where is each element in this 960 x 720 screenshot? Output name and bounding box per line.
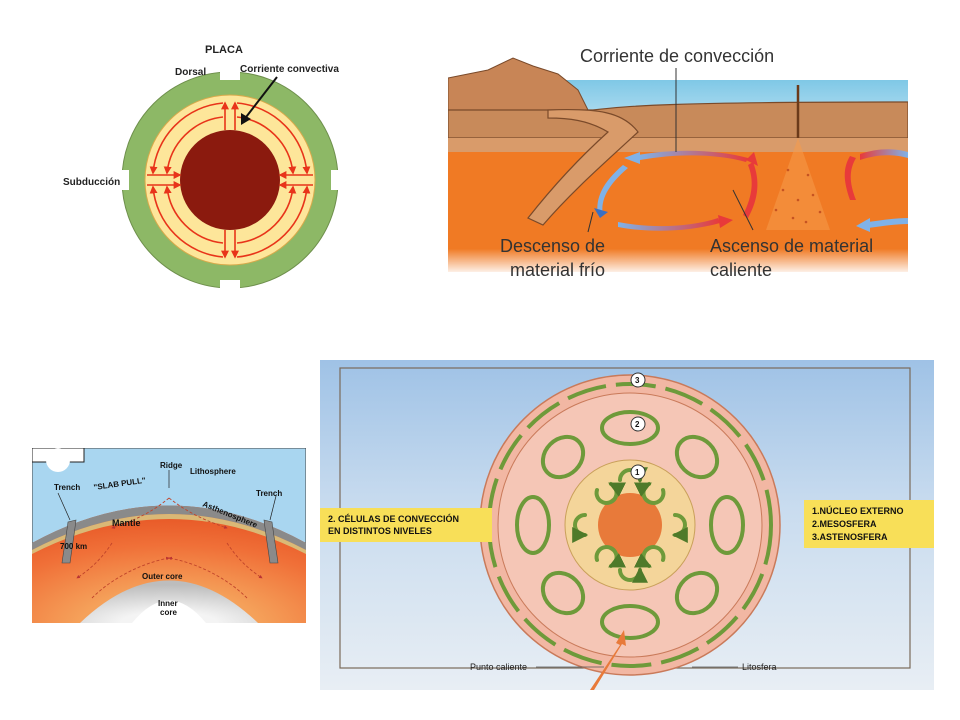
- trench-right-label: Trench: [256, 489, 282, 498]
- depth-label: 700 km: [60, 542, 87, 551]
- placa-label: PLACA: [205, 44, 243, 56]
- legend-line2: 2.MESOSFERA: [812, 519, 877, 529]
- marker-1: 1: [630, 464, 646, 480]
- slab-pull-diagram: Ridge "SLAB PULL" Lithosphere Trench Tre…: [32, 448, 306, 623]
- descenso-label-line2: material frío: [510, 260, 605, 280]
- descenso-label-line1: Descenso de: [500, 236, 605, 256]
- inner-core-label-line1: Inner: [158, 599, 178, 608]
- legend-line3: 3.ASTENOSFERA: [812, 532, 888, 542]
- svg-text:1: 1: [635, 468, 640, 477]
- trench-left-label: Trench: [54, 483, 80, 492]
- svg-text:3: 3: [635, 376, 640, 385]
- mantle-label: Mantle: [112, 518, 141, 528]
- legend-line1: 1.NÚCLEO EXTERNO: [812, 505, 904, 516]
- earth-convection-diagram: PLACA Dorsal Corriente convectiva Subduc…: [55, 35, 375, 290]
- outer-core-label: Outer core: [142, 572, 183, 581]
- corriente-conveccion-label: Corriente de convección: [580, 46, 774, 66]
- lithosphere-label: Lithosphere: [190, 467, 236, 476]
- ascenso-label-line2: caliente: [710, 260, 772, 280]
- corriente-convectiva-label: Corriente convectiva: [240, 64, 339, 75]
- punto-caliente-label: Punto caliente: [470, 662, 527, 672]
- marker-2: 2: [630, 416, 646, 432]
- dorsal-label: Dorsal: [175, 67, 206, 78]
- title-line1: 2. CÉLULAS DE CONVECCIÓN: [328, 513, 459, 524]
- litosfera-label: Litosfera: [742, 662, 777, 672]
- title-line2: EN DISTINTOS NIVELES: [328, 526, 432, 536]
- marker-3: 3: [630, 372, 646, 388]
- core: [180, 130, 280, 230]
- ascenso-label-line1: Ascenso de material: [710, 236, 873, 256]
- cross-section-convection: Corriente de convección Descenso de mate…: [448, 40, 908, 290]
- title-box: [320, 508, 492, 542]
- convection-cells-diagram: 3 2 1 2. CÉLULAS DE CONVECCIÓN EN DISTIN…: [320, 360, 934, 690]
- outer-convection-ring: [487, 382, 773, 668]
- ridge-label: Ridge: [160, 461, 183, 470]
- inner-convection-cells: [572, 467, 688, 583]
- subduccion-label: Subducción: [63, 177, 120, 188]
- mantle-flow-arrows: [76, 497, 263, 599]
- inner-core-label-line2: core: [160, 608, 177, 617]
- svg-text:2: 2: [635, 420, 640, 429]
- legend-box: [804, 500, 934, 548]
- middle-convection-cells: [515, 410, 745, 640]
